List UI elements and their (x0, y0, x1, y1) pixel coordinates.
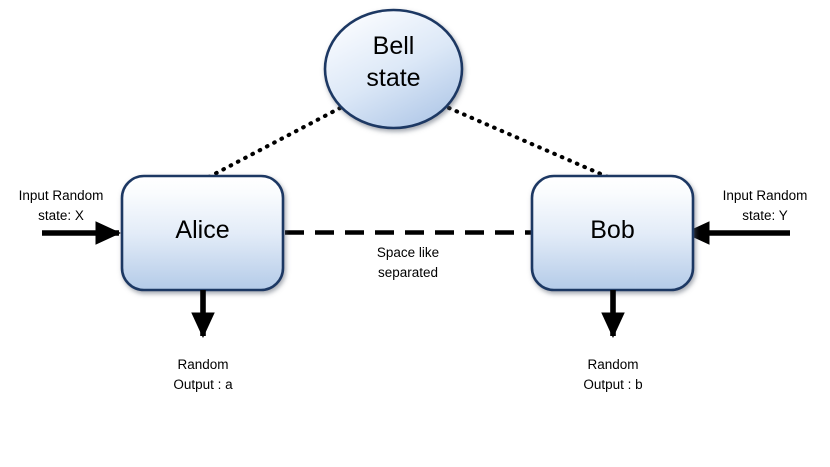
annotation-random-output-b: Random Output : b (583, 357, 643, 392)
annotation-space-like-separated: Space like separated (376, 245, 440, 280)
node-alice[interactable] (120, 174, 285, 292)
annotation-input-random-state-y: Input Random state: Y (722, 188, 808, 223)
annotation-random-output-a: Random Output : a (173, 357, 233, 392)
node-bell-state[interactable] (323, 8, 464, 130)
annotation-input-random-state-x: Input Random state: X (18, 188, 104, 223)
edge-bell-to-alice (204, 105, 343, 181)
node-bob[interactable] (530, 174, 695, 292)
edge-bell-to-bob (446, 105, 613, 181)
